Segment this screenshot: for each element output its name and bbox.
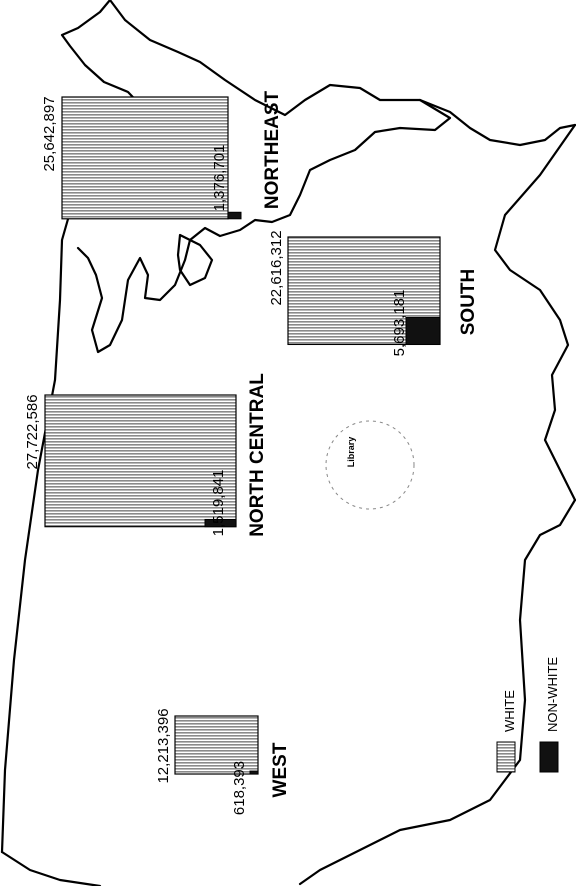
lake-loop [176, 233, 214, 287]
legend-label-nonwhite: NON-WHITE [545, 657, 560, 732]
label-nonwhite-north-central: 1,519,841 [210, 470, 227, 537]
legend-swatch-white [496, 741, 516, 773]
label-white-south: 22,616,312 [268, 230, 285, 305]
bar-white-northeast [61, 96, 229, 220]
label-white-northeast: 25,642,897 [41, 96, 58, 171]
label-white-north-central: 27,722,586 [24, 394, 41, 469]
coastline-gulf-bottom [298, 498, 576, 886]
region-label-north-central: NORTH CENTRAL [247, 373, 268, 537]
legend-swatch-nonwhite [539, 741, 559, 773]
stamp-text: Library [346, 437, 356, 468]
coastline-north-shore [108, 0, 576, 147]
label-nonwhite-west: 618,393 [231, 761, 248, 815]
library-stamp: Library [325, 420, 415, 510]
bar-nonwhite-north-central [204, 518, 237, 528]
bar-nonwhite-south [405, 316, 441, 345]
region-label-west: WEST [270, 742, 291, 797]
bar-white-north-central [44, 394, 237, 528]
region-label-northeast: NORTHEAST [262, 91, 283, 210]
bar-nonwhite-west [249, 770, 259, 775]
label-nonwhite-northeast: 1,376,701 [211, 145, 228, 212]
bar-nonwhite-northeast [227, 211, 242, 220]
label-nonwhite-south: 5,693,181 [391, 290, 408, 357]
coastline-west [0, 850, 102, 886]
legend-label-white: WHITE [502, 690, 517, 732]
region-label-south: SOUTH [458, 269, 479, 336]
legend: WHITE NON-WHITE [496, 657, 560, 773]
coastline-east-and-gulf [493, 123, 576, 502]
bar-white-west [174, 715, 259, 775]
label-white-west: 12,213,396 [155, 708, 172, 783]
